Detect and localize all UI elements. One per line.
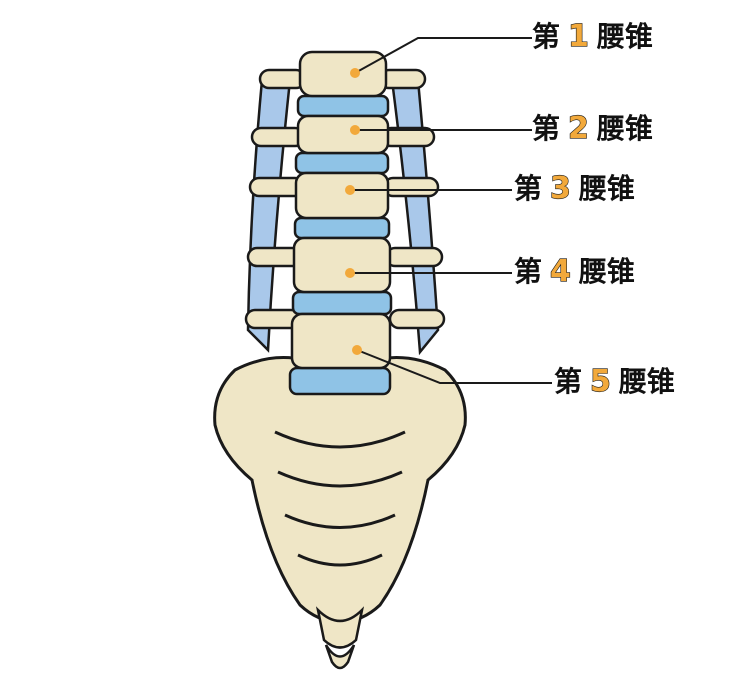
label-lumbar-3: 第 3 腰锥 bbox=[514, 171, 635, 206]
label-number: 5 bbox=[589, 364, 611, 399]
label-lumbar-5: 第 5 腰锥 bbox=[554, 364, 675, 399]
marker-1 bbox=[350, 68, 360, 78]
marker-4 bbox=[345, 268, 355, 278]
markers bbox=[345, 68, 362, 355]
vertebra-1 bbox=[298, 50, 388, 98]
right-process-3 bbox=[382, 176, 440, 198]
label-lumbar-4: 第 4 腰锥 bbox=[514, 254, 635, 289]
disc-2 bbox=[294, 151, 390, 175]
vertebra-3 bbox=[294, 171, 390, 220]
vertebra-5 bbox=[290, 312, 392, 370]
lateral-ligaments bbox=[246, 78, 440, 356]
disc-5 bbox=[288, 366, 392, 396]
label-suffix: 腰锥 bbox=[596, 20, 653, 53]
label-prefix: 第 bbox=[554, 365, 583, 398]
leader-line-5 bbox=[356, 349, 552, 384]
disc-4 bbox=[291, 290, 393, 316]
sacrum-body bbox=[213, 356, 467, 624]
marker-5 bbox=[352, 345, 362, 355]
marker-2 bbox=[350, 125, 360, 135]
sacrum-ridge-2 bbox=[277, 470, 403, 488]
label-suffix: 腰锥 bbox=[618, 365, 675, 398]
label-prefix: 第 bbox=[532, 112, 561, 145]
label-prefix: 第 bbox=[514, 255, 543, 288]
vertebra-4 bbox=[292, 236, 392, 294]
label-suffix: 腰锥 bbox=[578, 172, 635, 205]
disc-1 bbox=[296, 94, 390, 118]
vertebral-bodies bbox=[290, 50, 392, 370]
label-suffix: 腰锥 bbox=[578, 255, 635, 288]
label-prefix: 第 bbox=[532, 20, 561, 53]
label-lumbar-2: 第 2 腰锥 bbox=[532, 111, 653, 146]
label-number: 2 bbox=[567, 111, 589, 146]
sacrum bbox=[213, 356, 467, 670]
right-process-5 bbox=[388, 308, 446, 330]
leader-line-1 bbox=[354, 37, 532, 74]
left-process-1 bbox=[258, 68, 307, 90]
label-prefix: 第 bbox=[514, 172, 543, 205]
label-number: 3 bbox=[549, 171, 571, 206]
sacrum-ridge-4 bbox=[297, 553, 383, 567]
disc-3 bbox=[293, 216, 391, 240]
label-suffix: 腰锥 bbox=[596, 112, 653, 145]
sacrum-ridge-3 bbox=[284, 513, 396, 529]
label-lumbar-1: 第 1 腰锥 bbox=[532, 19, 653, 54]
vertebra-2 bbox=[296, 114, 390, 155]
left-ligament bbox=[246, 78, 292, 353]
leader-lines bbox=[350, 37, 552, 384]
right-ligament bbox=[390, 78, 440, 356]
coccyx bbox=[315, 606, 365, 670]
left-process-2 bbox=[250, 126, 306, 148]
marker-3 bbox=[345, 185, 355, 195]
label-number: 1 bbox=[567, 19, 589, 54]
right-process-4 bbox=[384, 246, 444, 268]
label-number: 4 bbox=[549, 254, 571, 289]
sacrum-ridge-1 bbox=[274, 430, 406, 449]
